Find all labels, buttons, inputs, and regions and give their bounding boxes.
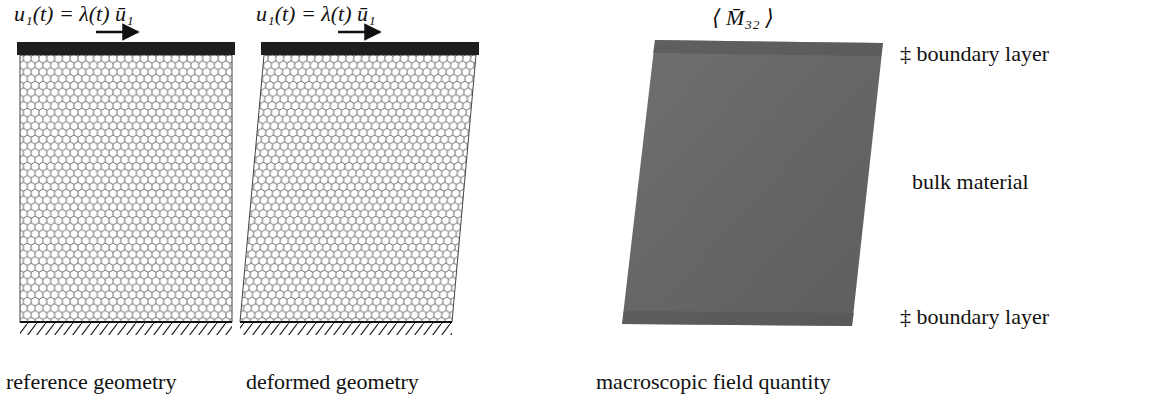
panel-caption: deformed geometry — [246, 370, 419, 394]
field-plot — [622, 40, 883, 326]
panel-caption: macroscopic field quantity — [596, 370, 831, 394]
foam-deformed — [240, 55, 476, 322]
displacement-formula: u₁(t) = λ(t) ū₁ — [256, 2, 376, 26]
region-label: ‡ boundary layer — [900, 305, 1049, 329]
ground-line — [240, 321, 452, 323]
foam-reference — [20, 55, 232, 322]
loading-plate — [17, 42, 235, 55]
region-label: bulk material — [912, 170, 1029, 194]
panel-caption: reference geometry — [6, 370, 176, 394]
boundary-band — [622, 311, 854, 326]
region-label: ‡ boundary layer — [900, 42, 1049, 66]
field-symbol: ⟨ M̄₃₂ ⟩ — [712, 6, 774, 30]
displacement-arrow — [96, 31, 138, 34]
ground-hatch — [20, 323, 232, 335]
loading-plate — [261, 42, 479, 55]
ground-line — [20, 321, 232, 323]
ground-hatch — [240, 323, 452, 335]
displacement-arrow — [338, 31, 380, 34]
boundary-band — [653, 40, 883, 56]
displacement-formula: u₁(t) = λ(t) ū₁ — [14, 2, 134, 26]
